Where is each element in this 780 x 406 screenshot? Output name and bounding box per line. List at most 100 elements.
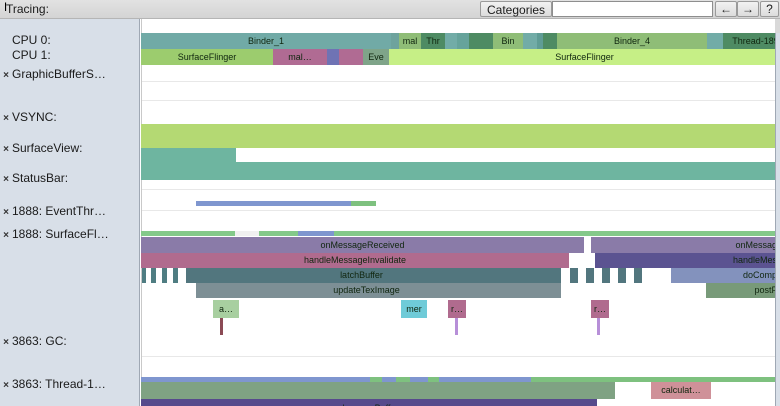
sidebar-item-label: 1888: SurfaceFl…	[12, 227, 109, 241]
trace-slice[interactable]	[162, 268, 167, 283]
trace-slice-binder-1[interactable]: Binder_1	[141, 33, 391, 49]
trace-slice[interactable]	[537, 33, 543, 49]
trace-slice-label: r…	[594, 304, 606, 314]
help-button[interactable]: ?	[760, 1, 779, 17]
trace-slice-surfaceflinger[interactable]: SurfaceFlinger	[389, 49, 780, 65]
close-icon[interactable]: ×	[3, 174, 9, 185]
trace-slice-a-[interactable]: a…	[213, 300, 239, 318]
sidebar-item-vsync[interactable]: ×VSYNC:	[0, 110, 140, 126]
sidebar-item-statusbar[interactable]: ×StatusBar:	[0, 171, 140, 187]
trace-slice-postf[interactable]: postF	[706, 283, 780, 298]
trace-slice-updateteximage[interactable]: updateTexImage	[196, 283, 537, 298]
trace-slice[interactable]	[537, 283, 561, 298]
trace-slice[interactable]	[173, 268, 178, 283]
close-icon[interactable]: ×	[3, 380, 9, 391]
trace-slice[interactable]	[334, 231, 444, 236]
trace-slice[interactable]	[235, 231, 259, 236]
trace-slice-eve[interactable]: Eve	[363, 49, 389, 65]
sidebar-item-graphicbuffers[interactable]: ×GraphicBufferS…	[0, 67, 140, 83]
trace-slice-dequeuebuffer[interactable]: dequeueBuffer	[141, 399, 597, 406]
trace-slice[interactable]	[445, 33, 457, 49]
close-icon[interactable]: ×	[3, 230, 9, 241]
trace-slice-docomp[interactable]: doComp	[671, 268, 780, 283]
trace-slice[interactable]	[634, 268, 642, 283]
trace-slice[interactable]	[196, 201, 351, 206]
trace-slice-calculat-[interactable]: calculat…	[651, 382, 711, 399]
trace-slice-thread-189[interactable]: Thread-189	[731, 33, 780, 49]
trace-slice[interactable]	[543, 33, 557, 49]
trace-slice[interactable]	[298, 231, 334, 236]
trace-slice-binder-4[interactable]: Binder_4	[557, 33, 707, 49]
trace-slice[interactable]	[351, 201, 376, 206]
trace-slice[interactable]	[439, 377, 531, 382]
trace-slice[interactable]	[570, 268, 578, 283]
trace-slice-handlemessageinvalidate[interactable]: handleMessageInvalidate	[141, 253, 569, 268]
timeline-track-area[interactable]: 436.2 ms436.4 ms436.6 ms436.79999 ms436.…	[141, 19, 780, 406]
trace-slice-mer[interactable]: mer	[401, 300, 427, 318]
trace-slice[interactable]	[141, 148, 236, 162]
trace-slice[interactable]	[259, 231, 298, 236]
trace-slice[interactable]	[523, 33, 537, 49]
trace-slice[interactable]	[469, 33, 493, 49]
trace-slice-label: mer	[406, 304, 422, 314]
close-icon[interactable]: ×	[3, 144, 9, 155]
sidebar-item-eventthread[interactable]: ×1888: EventThr…	[0, 204, 140, 220]
trace-slice[interactable]	[723, 33, 731, 49]
trace-slice[interactable]	[141, 162, 780, 180]
trace-slice[interactable]	[141, 124, 780, 148]
trace-slice-label: mal…	[288, 52, 312, 62]
trace-slice[interactable]	[141, 231, 235, 236]
sidebar-item-gc[interactable]: ×3863: GC:	[0, 334, 140, 350]
trace-slice[interactable]	[151, 268, 156, 283]
trace-slice[interactable]	[370, 377, 382, 382]
trace-slice[interactable]	[327, 49, 339, 65]
trace-slice[interactable]	[707, 33, 723, 49]
trace-slice[interactable]	[531, 377, 780, 382]
trace-slice[interactable]	[597, 318, 600, 335]
trace-slice[interactable]	[391, 33, 399, 49]
trace-slice-handlemes[interactable]: handleMes	[595, 253, 780, 268]
trace-slice-thr[interactable]: Thr	[421, 33, 445, 49]
search-next-button[interactable]: →	[737, 1, 759, 17]
search-prev-button[interactable]: ←	[715, 1, 737, 17]
categories-button[interactable]: Categories	[480, 1, 553, 17]
trace-slice[interactable]	[142, 268, 146, 283]
close-icon[interactable]: ×	[3, 70, 9, 81]
trace-slice-onmessagereceived[interactable]: onMessageReceived	[141, 237, 584, 253]
track-label-sidebar: CPU 0:CPU 1: ×GraphicBufferS… ×VSYNC: ×Surf…	[0, 19, 140, 406]
trace-slice-onmessag[interactable]: onMessag	[591, 237, 780, 253]
close-icon[interactable]: ×	[3, 207, 9, 218]
sidebar-item-thread-1[interactable]: ×3863: Thread-1…	[0, 377, 140, 393]
trace-slice[interactable]	[339, 49, 363, 65]
trace-slice-r-[interactable]: r…	[448, 300, 466, 318]
right-scroll-edge[interactable]	[775, 19, 780, 406]
trace-slice-latchbuffer[interactable]: latchBuffer	[186, 268, 537, 283]
trace-slice[interactable]	[444, 231, 780, 236]
sidebar-item-cpu-0[interactable]: CPU 0:	[0, 33, 140, 47]
trace-slice[interactable]	[602, 268, 610, 283]
close-icon[interactable]: ×	[3, 113, 9, 124]
trace-slice[interactable]	[396, 377, 410, 382]
sidebar-item-surfaceflinger[interactable]: ×1888: SurfaceFl…	[0, 227, 140, 243]
trace-slice[interactable]	[141, 382, 615, 399]
close-icon[interactable]: ×	[3, 337, 9, 348]
trace-slice[interactable]	[457, 33, 469, 49]
trace-slice[interactable]	[618, 268, 626, 283]
trace-slice[interactable]	[586, 268, 594, 283]
search-input[interactable]	[552, 1, 713, 17]
trace-slice-bin[interactable]: Bin	[493, 33, 523, 49]
trace-slice[interactable]	[382, 377, 396, 382]
trace-slice-label: latchBuffer	[340, 270, 383, 280]
sidebar-item-surfaceview[interactable]: ×SurfaceView:	[0, 141, 140, 157]
trace-slice-r-[interactable]: r…	[591, 300, 609, 318]
trace-slice[interactable]	[428, 377, 439, 382]
sidebar-item-cpu-1[interactable]: CPU 1:	[0, 48, 140, 62]
trace-slice[interactable]	[141, 377, 370, 382]
trace-slice[interactable]	[410, 377, 428, 382]
trace-slice-surfaceflinger[interactable]: SurfaceFlinger	[141, 49, 273, 65]
trace-slice-mal-[interactable]: mal…	[273, 49, 327, 65]
trace-slice[interactable]	[537, 268, 561, 283]
trace-slice[interactable]	[220, 318, 223, 335]
trace-slice[interactable]	[455, 318, 458, 335]
trace-slice-mal[interactable]: mal	[399, 33, 421, 49]
